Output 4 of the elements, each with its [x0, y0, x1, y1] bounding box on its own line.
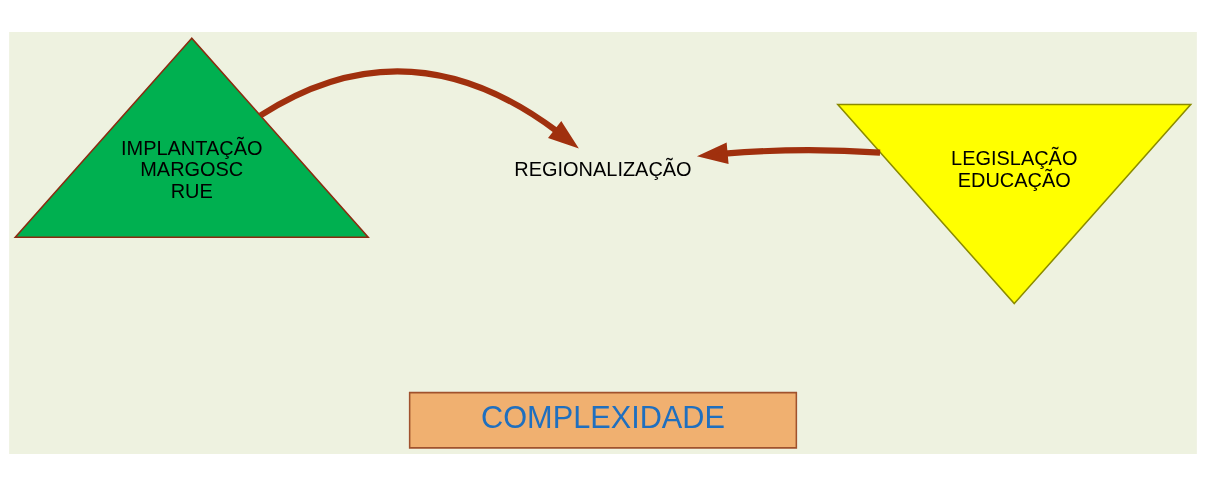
arrow: [258, 68, 579, 149]
arrow: [696, 142, 881, 165]
node-text: REGIONALIZAÇÃO: [514, 158, 692, 181]
node-box: COMPLEXIDADE: [408, 391, 798, 449]
